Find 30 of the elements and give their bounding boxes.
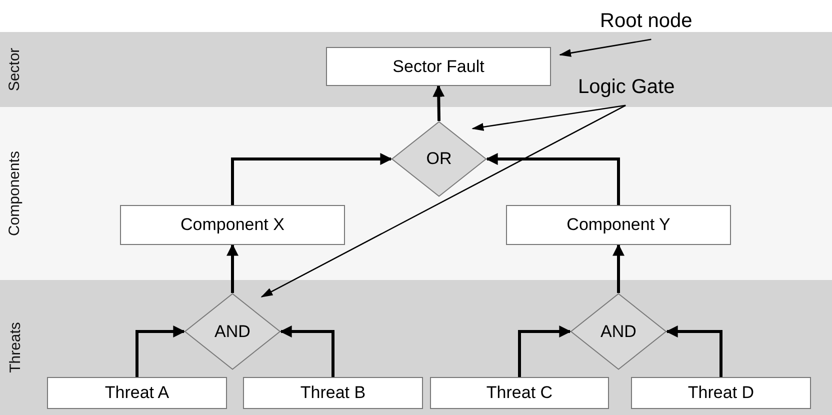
process-box: Sector Fault [326, 47, 551, 86]
arrow [612, 244, 624, 293]
annotation-text: Root node [600, 10, 728, 38]
swimlane-band [0, 280, 832, 415]
lane-label: Threats [6, 322, 24, 373]
leader-arrow [472, 104, 626, 131]
arrow [666, 326, 722, 377]
arrow [486, 153, 620, 205]
lane-label: Components [6, 150, 24, 236]
leader-arrow [260, 104, 626, 298]
process-box: Component Y [506, 205, 731, 245]
leader-arrow [559, 38, 652, 57]
arrow [518, 326, 572, 377]
process-box: Threat B [243, 377, 423, 409]
process-box: Threat C [430, 377, 609, 409]
arrow [226, 244, 238, 293]
process-box: Threat D [631, 377, 811, 409]
arrow [136, 326, 186, 377]
logic-gate-diamond: AND [570, 293, 667, 370]
arrow [231, 153, 392, 205]
process-box: Threat A [47, 377, 227, 409]
arrow [432, 84, 445, 122]
logic-gate-diamond: AND [184, 293, 281, 370]
logic-gate-diamond: OR [391, 121, 487, 197]
lane-label: Sector [6, 48, 24, 92]
arrow [280, 326, 334, 377]
swimlane-band [0, 32, 832, 107]
annotation-text: Logic Gate [578, 76, 714, 104]
swimlane-band [0, 107, 832, 280]
process-box: Component X [120, 205, 345, 245]
